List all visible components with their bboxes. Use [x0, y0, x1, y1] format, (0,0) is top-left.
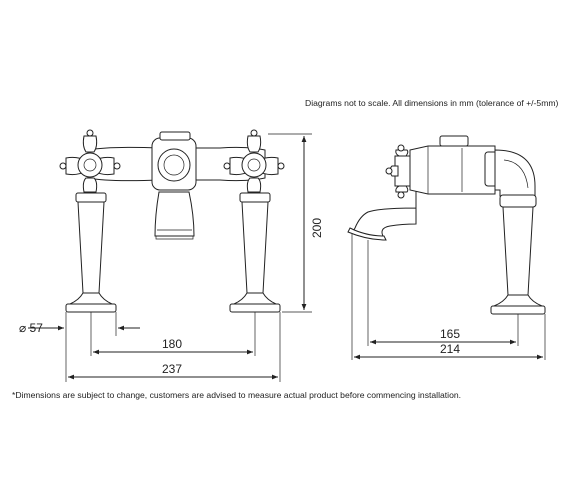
base-diameter-label: ⌀ 57	[19, 321, 43, 335]
overall-width-label: 237	[162, 362, 182, 376]
left-cross-handle	[59, 129, 121, 199]
side-body	[409, 145, 496, 195]
scale-note: Diagrams not to scale. All dimensions in…	[305, 98, 559, 108]
spout-reach-label: 165	[440, 327, 460, 341]
overall-depth-label: 214	[440, 342, 460, 356]
front-spout	[154, 191, 195, 237]
front-view	[28, 129, 312, 382]
centres-label: 180	[162, 337, 182, 351]
right-cross-handle	[223, 129, 285, 199]
side-view	[347, 135, 546, 360]
right-pillar	[229, 192, 281, 313]
disclaimer-note: *Dimensions are subject to change, custo…	[12, 390, 462, 400]
side-handle	[385, 144, 411, 199]
height-label: 200	[310, 218, 324, 238]
left-pillar	[65, 192, 117, 313]
